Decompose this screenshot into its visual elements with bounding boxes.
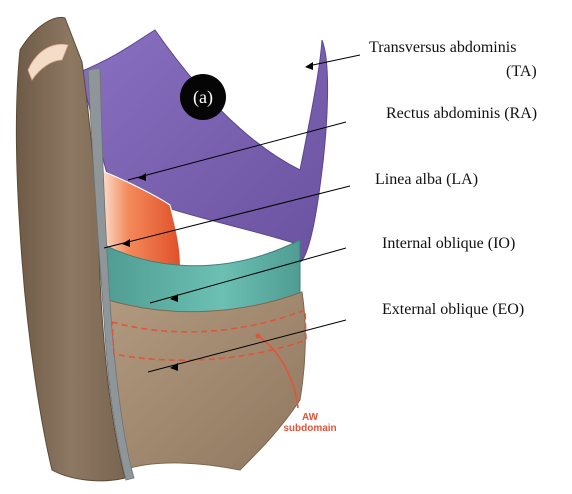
eo-label: External oblique (EO) — [382, 300, 524, 320]
ta-label-line1: Transversus abdominis — [369, 38, 516, 58]
ra-label: Rectus abdominis (RA) — [386, 104, 537, 124]
external-oblique-shape — [108, 292, 305, 470]
ta-label-line2: (TA) — [506, 62, 537, 82]
panel-label: (a) — [180, 74, 226, 120]
aw-subdomain-dot — [256, 334, 261, 339]
ta-leader-arrow — [305, 62, 313, 70]
aw-subdomain-label-line2: subdomain — [275, 423, 345, 434]
ta-leader-line — [308, 55, 360, 66]
la-label: Linea alba (LA) — [375, 170, 478, 190]
io-label: Internal oblique (IO) — [382, 234, 515, 254]
aw-subdomain-label-line1: AW — [275, 412, 345, 423]
aw-subdomain-label: AW subdomain — [275, 412, 345, 434]
